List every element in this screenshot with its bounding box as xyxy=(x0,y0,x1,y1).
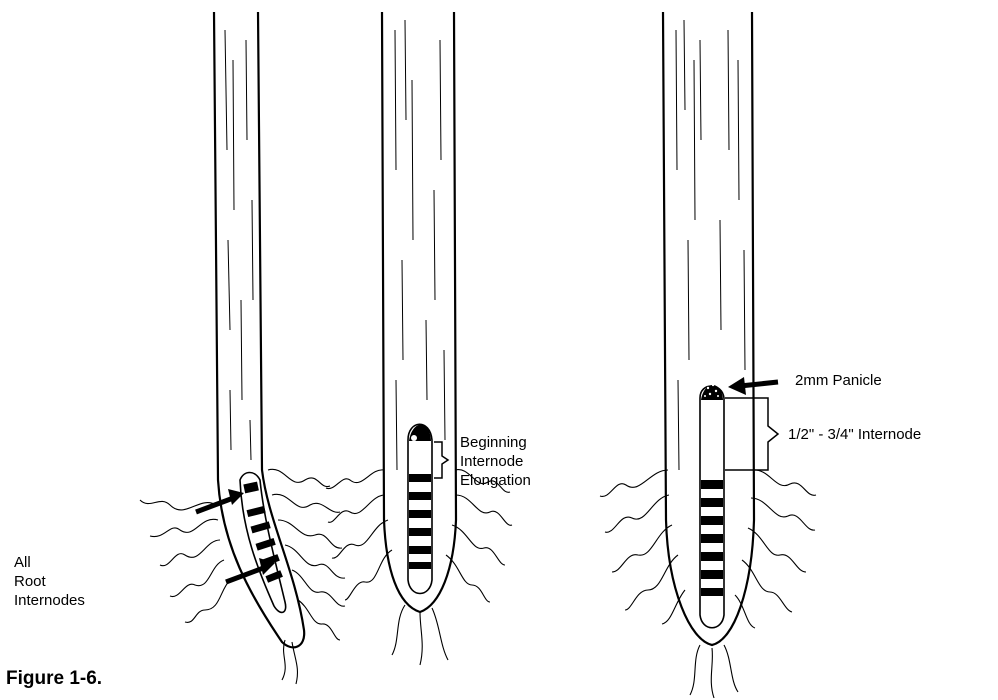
elongation-bands xyxy=(409,474,431,569)
stem-root-internodes xyxy=(140,12,345,684)
label-beginning-elongation: Beginning Internode Elongation xyxy=(460,433,531,490)
label-all-root-internodes: All Root Internodes xyxy=(14,553,85,610)
stem-panicle xyxy=(600,12,816,698)
panicle-bands xyxy=(701,480,723,596)
stem-beginning-elongation xyxy=(326,12,512,665)
label-panicle: 2mm Panicle xyxy=(795,372,882,390)
label-internode-length: 1/2" - 3/4" Internode xyxy=(788,426,921,444)
figure-caption: Figure 1-6. xyxy=(6,668,102,690)
